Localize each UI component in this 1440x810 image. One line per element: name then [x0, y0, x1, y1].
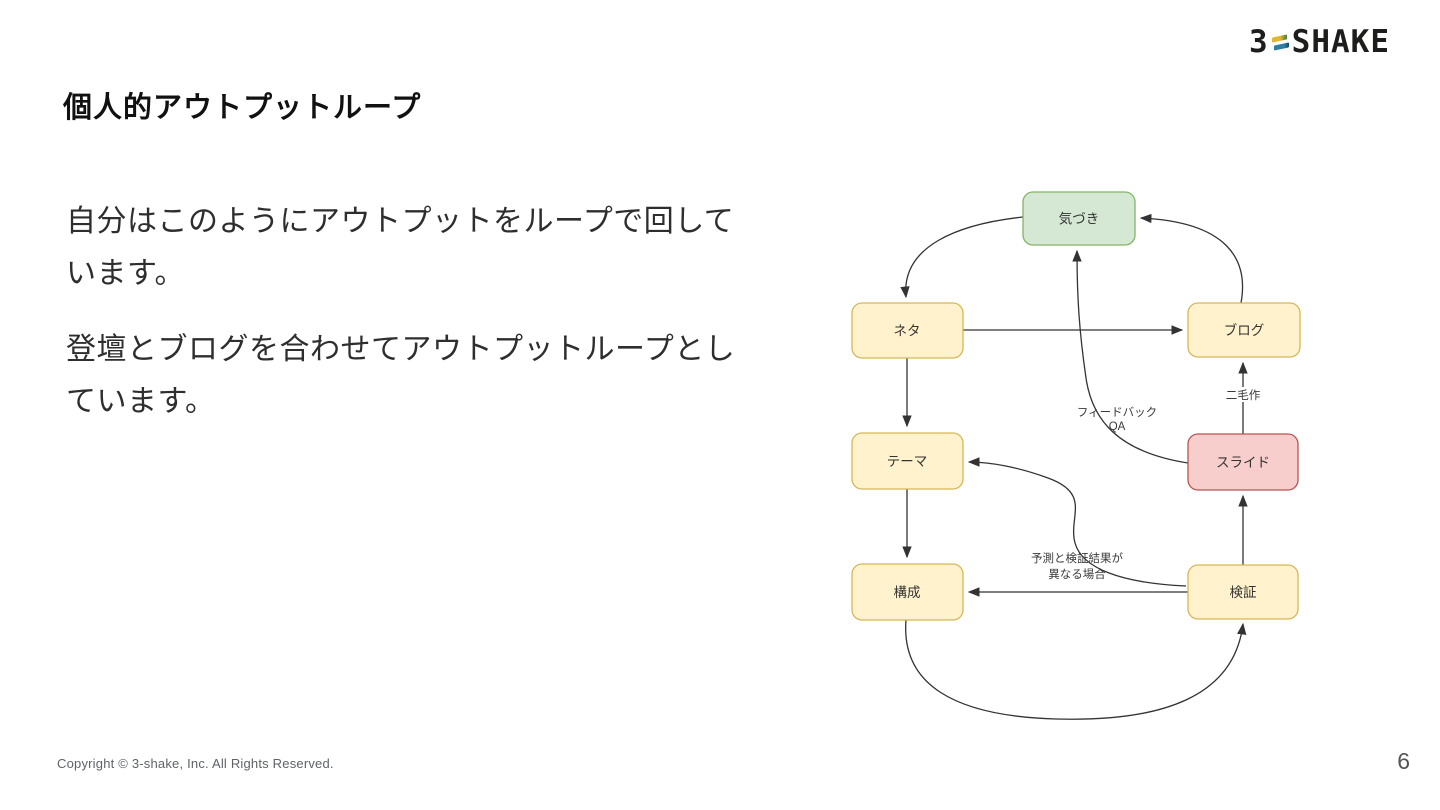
svg-text:テーマ: テーマ [887, 454, 928, 469]
logo-text-3: 3 [1249, 24, 1269, 60]
edge-blog-to-kizuki [1139, 213, 1244, 304]
edge-label-feedback: フィードバック QA [1077, 406, 1157, 433]
page-title: 個人的アウトプットループ [63, 92, 422, 124]
diagram-node-neta: ネタ [851, 302, 964, 359]
page-number: 6 [1397, 748, 1410, 774]
svg-text:スライド: スライド [1216, 455, 1270, 470]
svg-text:異なる場合: 異なる場合 [1048, 567, 1106, 581]
svg-text:QA: QA [1109, 421, 1126, 433]
svg-text:気づき: 気づき [1059, 212, 1100, 227]
logo-mark-top-bar [1271, 33, 1287, 43]
body-paragraph-1: 自分はこのようにアウトプットをループで回しています。 [66, 205, 735, 290]
svg-text:フィードバック: フィードバック [1077, 406, 1157, 419]
logo-shake-mark-icon [1271, 33, 1289, 55]
copyright-text: Copyright © 3-shake, Inc. All Rights Res… [57, 756, 334, 771]
svg-text:二毛作: 二毛作 [1226, 389, 1261, 402]
diagram-node-blog: ブログ [1187, 302, 1301, 358]
body-text-block: 自分はこのようにアウトプットをループで回しています。 登壇とブログを合わせてアウ… [66, 196, 756, 452]
edge-kenshou-to-theme [967, 457, 1187, 587]
output-loop-diagram: 二毛作 フィードバック QA 予測と検証結果が 異なる場合 気づき ネタ ブロ [820, 160, 1390, 760]
svg-text:構成: 構成 [894, 585, 921, 600]
diagram-node-theme: テーマ [851, 432, 964, 490]
logo-text-shake: SHAKE [1291, 24, 1390, 60]
edge-label-prediction: 予測と検証結果が 異なる場合 [1031, 551, 1123, 581]
body-paragraph-2: 登壇とブログを合わせてアウトプットループとしています。 [66, 333, 736, 418]
svg-text:ブログ: ブログ [1224, 322, 1265, 338]
diagram-node-slide: スライド [1187, 433, 1299, 491]
svg-text:ネタ: ネタ [894, 324, 921, 339]
diagram-node-kenshou: 検証 [1187, 564, 1299, 620]
logo: 3 SHAKE [1249, 27, 1390, 58]
edge-kousei-to-kenshou-loop [905, 619, 1247, 720]
diagram-node-kousei: 構成 [851, 563, 964, 621]
svg-text:予測と検証結果が: 予測と検証結果が [1031, 551, 1123, 565]
edge-label-nimousaku: 二毛作 [1223, 387, 1264, 402]
edge-kizuki-to-neta [900, 216, 1024, 299]
diagram-node-kizuki: 気づき [1022, 191, 1136, 246]
edge-slide-to-kizuki-feedback [1072, 249, 1189, 464]
svg-text:検証: 検証 [1230, 585, 1258, 600]
logo-mark-bottom-bar [1273, 41, 1289, 51]
